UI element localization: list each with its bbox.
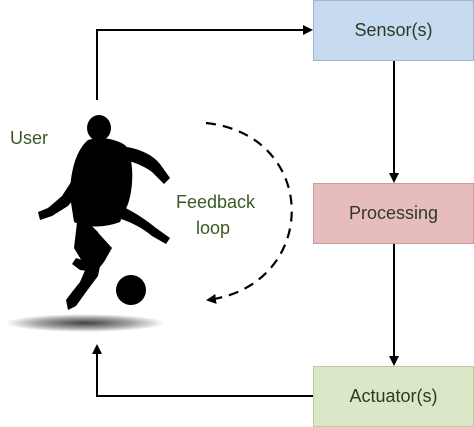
feedback-loop-arrow: [205, 121, 293, 304]
arrow-actuator-to-user: [92, 344, 313, 397]
feedback-label-line1: Feedback: [176, 192, 256, 212]
sensor-node: Sensor(s): [313, 0, 474, 61]
user-label: User: [10, 128, 49, 148]
actuator-node: Actuator(s): [313, 366, 474, 427]
arrow-user-to-sensor: [96, 25, 313, 100]
processing-label: Processing: [348, 203, 439, 223]
soccer-player-silhouette-icon: [38, 115, 170, 310]
player-shadow: [5, 314, 165, 332]
processing-node: Processing: [313, 183, 474, 244]
actuator-label: Actuator(s): [349, 386, 438, 406]
feedback-loop-label: Feedback loop: [176, 189, 255, 241]
feedback-label-line2: loop: [196, 218, 231, 238]
sensor-label: Sensor(s): [354, 20, 433, 40]
